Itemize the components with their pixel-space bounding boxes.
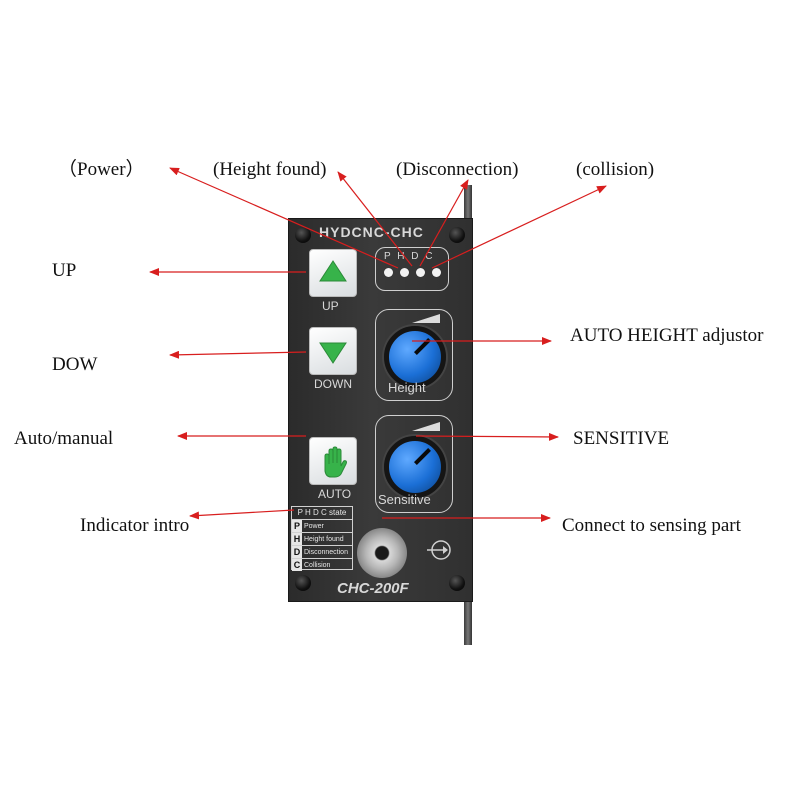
indicator-legend: P H D C state P Power H Height found D D… [291, 506, 353, 571]
height-found-led [400, 268, 409, 277]
power-led [384, 268, 393, 277]
legend-row: C Collision [292, 558, 352, 571]
legend-text: Height found [304, 535, 344, 543]
callout-connect-sensing: Connect to sensing part [562, 515, 741, 536]
legend-code: C [292, 559, 302, 571]
collision-led [432, 268, 441, 277]
down-button[interactable] [309, 327, 357, 375]
screw-icon [295, 575, 311, 591]
legend-row: D Disconnection [292, 545, 352, 558]
arrow-indicator-intro [189, 509, 295, 520]
height-knob[interactable] [384, 326, 446, 388]
triangle-up-icon [319, 260, 347, 282]
triangle-down-icon [319, 342, 347, 364]
sensor-input-icon [427, 540, 451, 560]
panel-brand: HYDCNC-CHC [319, 224, 424, 240]
legend-header: P H D C state [297, 508, 347, 517]
legend-code: H [292, 533, 302, 545]
up-label: UP [322, 299, 339, 313]
arrow-down [169, 350, 307, 359]
legend-text: Collision [304, 561, 331, 569]
hand-icon [324, 446, 347, 478]
auto-manual-button[interactable] [309, 437, 357, 485]
legend-code: D [292, 546, 302, 558]
legend-code: P [292, 520, 302, 532]
indicator-group: P H D C [375, 247, 449, 291]
ramp-icon [412, 422, 440, 431]
sensitive-label: Sensitive [378, 492, 431, 507]
screw-icon [449, 575, 465, 591]
arrow-collision [431, 185, 607, 269]
up-button[interactable] [309, 249, 357, 297]
callout-height-found: (Height found) [213, 159, 327, 180]
bnc-connector[interactable] [357, 528, 407, 578]
callout-sensitive: SENSITIVE [573, 428, 670, 449]
callout-power: （Power） [58, 159, 145, 180]
callout-collision: (collision) [576, 159, 655, 180]
auto-label: AUTO [318, 487, 352, 501]
ramp-icon [412, 314, 440, 323]
screw-icon [449, 227, 465, 243]
sensitive-knob[interactable] [384, 436, 446, 498]
arrow-height-found [337, 171, 413, 267]
arrow-sensitive [415, 432, 559, 441]
legend-text: Disconnection [304, 548, 348, 556]
legend-row: H Height found [292, 532, 352, 545]
sensitive-knob-group: Sensitive [375, 415, 453, 513]
arrow-power [169, 167, 399, 269]
callout-indicator-intro: Indicator intro [80, 515, 190, 536]
legend-row: P Power [292, 519, 352, 532]
height-label: Height [388, 380, 426, 395]
model-label: CHC-200F [337, 580, 409, 597]
callout-up: UP [52, 260, 77, 281]
callout-down: DOW [52, 354, 98, 375]
down-label: DOWN [314, 377, 352, 391]
height-knob-group: Height [375, 309, 453, 401]
disconnection-led [416, 268, 425, 277]
callout-auto-height-adjustor: AUTO HEIGHT adjustor [570, 325, 764, 346]
legend-text: Power [304, 522, 324, 530]
callout-disconnection: (Disconnection) [396, 159, 519, 180]
indicator-letters: P H D C [384, 251, 435, 262]
callout-auto-manual: Auto/manual [14, 428, 114, 449]
screw-icon [295, 227, 311, 243]
arrow-disconnection [419, 179, 469, 267]
